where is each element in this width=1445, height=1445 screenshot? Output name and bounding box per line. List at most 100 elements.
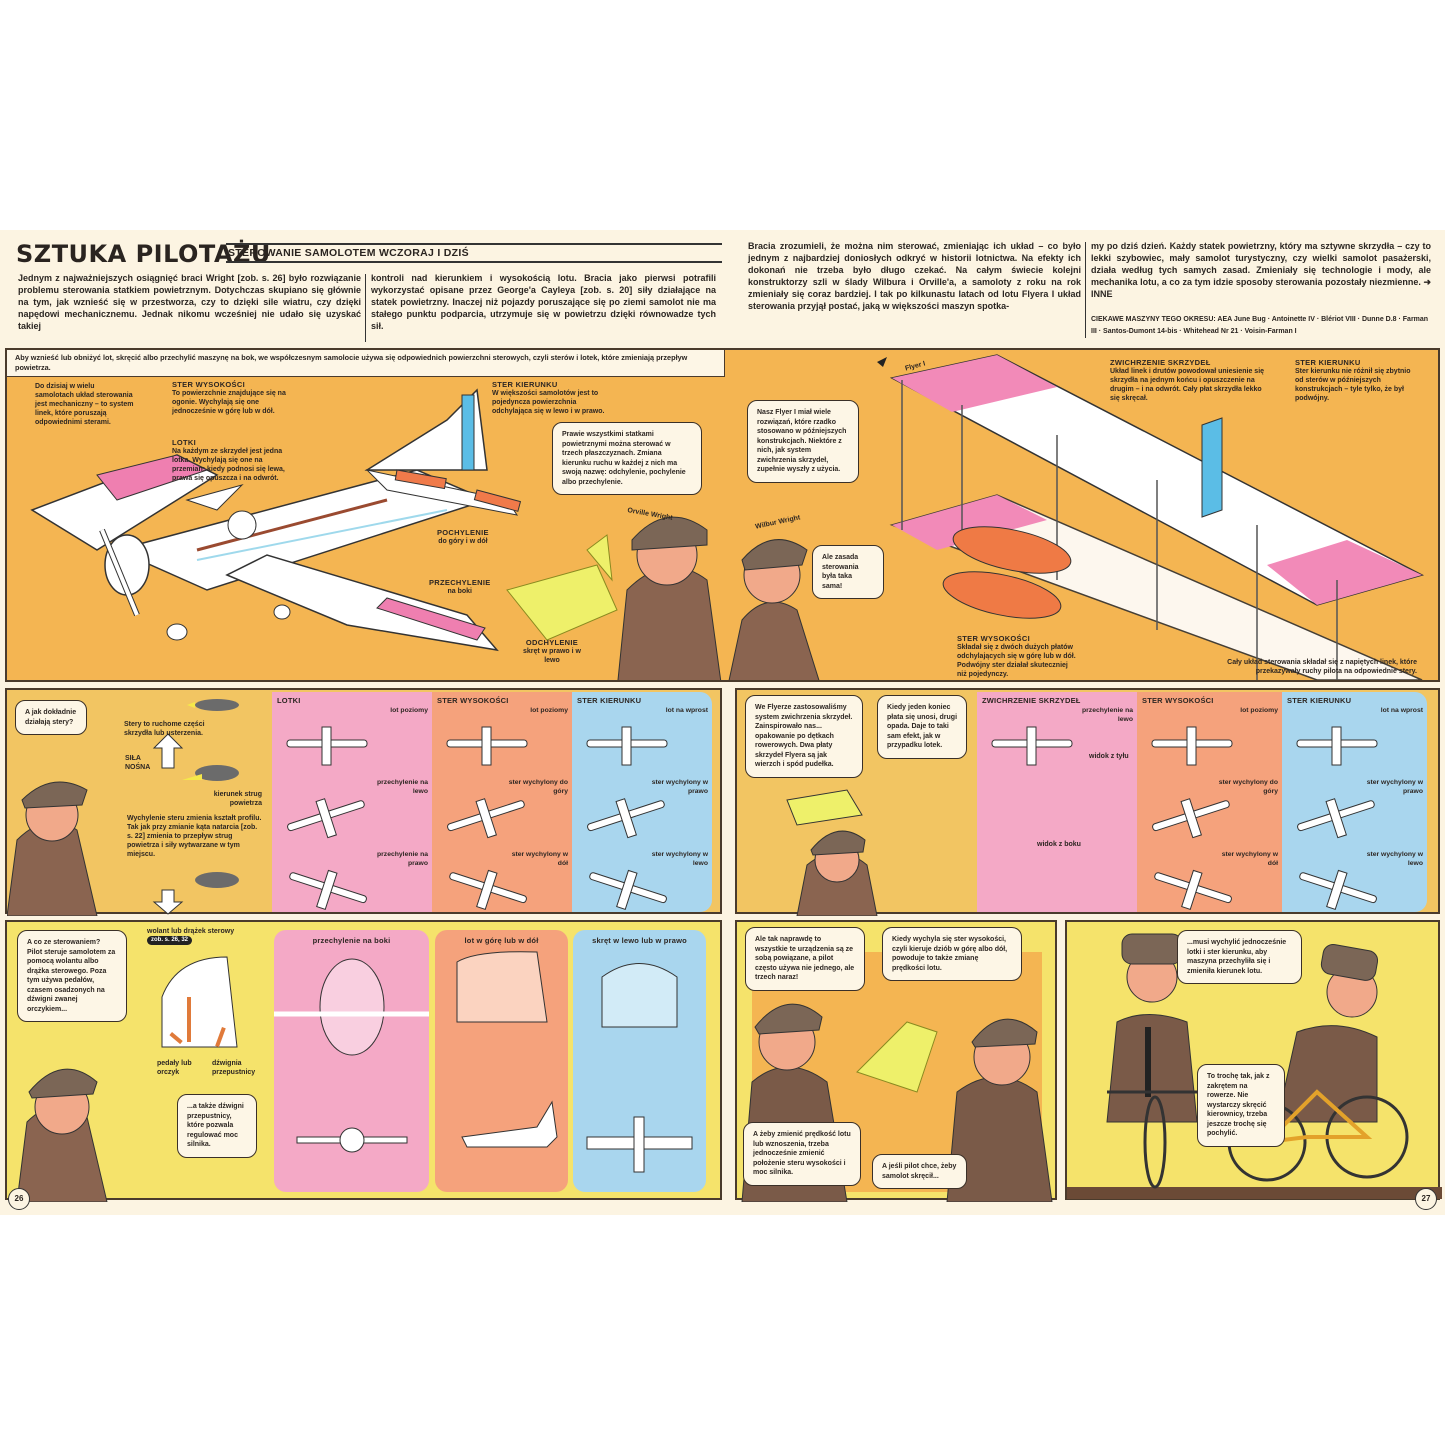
control-diagrams	[274, 951, 693, 1173]
state-label: ster wychylony w prawo	[1366, 779, 1423, 795]
pitch-title: POCHYLENIE	[437, 528, 489, 537]
state-label: lot poziomy	[390, 707, 428, 714]
plane-diagram	[1152, 798, 1230, 839]
mechanical-system-note: Do dzisiaj w wielu samolotach układ ster…	[35, 383, 134, 426]
middle-left-panel: A jak dokładnie działają stery? Stery to…	[5, 688, 722, 916]
speech-bubble: A jak dokładnie działają stery?	[15, 700, 87, 735]
plane-diagram	[447, 798, 525, 839]
ailerons-text: Na każdym ze skrzydeł jest jedna lotka. …	[172, 448, 285, 482]
state-label: ster wychylony w lewo	[1366, 851, 1423, 867]
plane-diagram	[991, 726, 1073, 766]
page-number-right: 27	[1415, 1188, 1437, 1210]
orville-speech-bubble: Prawie wszystkimi statkami powietrznymi …	[552, 422, 702, 495]
column-divider	[365, 274, 366, 342]
airfoil-illustration	[7, 699, 239, 916]
column-title: STER WYSOKOŚCI	[1142, 696, 1214, 705]
wilbur-speech-bubble-2: Ale zasada sterowania była taka sama!	[812, 545, 884, 599]
pedals-label: pedały lub orczyk	[157, 1060, 192, 1076]
speech-bubble-2: ...a także dźwigni przepustnicy, które p…	[177, 1094, 257, 1158]
state-label: przechylenie na lewo	[1082, 707, 1133, 723]
state-label: ster wychylony w dół	[511, 851, 568, 867]
airflow-label: kierunek strug powietrza	[213, 791, 262, 807]
brothers-with-toy-plane	[741, 1003, 1053, 1202]
speech-bubble-1: A co ze sterowaniem? Pilot steruje samol…	[17, 930, 127, 1022]
state-label: przechylenie na prawo	[377, 851, 428, 867]
pitch-text: do góry i w dół	[438, 538, 488, 545]
plane-diagram	[1154, 869, 1232, 910]
top-panel: Aby wznieść lub obniżyć lot, skręcić alb…	[5, 348, 1440, 682]
plane-diagram	[587, 798, 665, 839]
yoke-text: wolant lub drążek sterowy	[147, 928, 235, 935]
plane-diagram	[1296, 726, 1378, 766]
flyer-rudder-text: Ster kierunku nie różnił się zbytnio od …	[1295, 368, 1411, 402]
plane-diagram	[1299, 869, 1377, 910]
middle-right-panel: We Flyerze zastosowaliśmy system zwichrz…	[735, 688, 1440, 916]
state-label: przechylenie na lewo	[377, 779, 428, 795]
intro-column-4: my po dziś dzień. Każdy statek powietrzn…	[1091, 241, 1431, 299]
book-spread: SZTUKA PILOTAŻU STEROWANIE SAMOLOTEM WCZ…	[0, 230, 1445, 1215]
roll-title: PRZECHYLENIE	[429, 578, 491, 587]
page-subtitle: STEROWANIE SAMOLOTEM WCZORAJ I DZIŚ	[226, 243, 722, 263]
bottom-right-panel-1: Ale tak naprawdę to wszystkie te urządze…	[735, 920, 1057, 1202]
modern-plane-illustration	[30, 388, 522, 652]
speech-bubble-2: Kiedy jeden koniec płata się unosi, drug…	[877, 695, 967, 759]
throttle-label: dźwignia przepustnicy	[212, 1060, 256, 1076]
speech-bubble-1: We Flyerze zastosowaliśmy system zwichrz…	[745, 695, 863, 778]
flyer-elevator-title: STER WYSOKOŚCI	[957, 634, 1030, 643]
top-caption: Aby wznieść lub obniżyć lot, skręcić alb…	[7, 350, 725, 377]
state-label: lot poziomy	[530, 707, 568, 714]
rear-view-label: widok z tyłu	[1089, 753, 1129, 760]
state-label: ster wychylony do góry	[508, 779, 568, 795]
speech-bubble-3: A żeby zmienić prędkość lotu lub wznosze…	[743, 1122, 861, 1186]
yaw-text: skręt w prawo i w lewo	[523, 648, 581, 664]
column-title-yaw: skręt w lewo lub w prawo	[592, 936, 687, 945]
cockpit-illustration	[16, 956, 238, 1202]
intro-column-3: Bracia zrozumieli, że można nim sterować…	[748, 241, 1081, 311]
column-title: LOTKI	[277, 696, 301, 705]
plane-diagram	[446, 726, 528, 766]
state-label: lot na wprost	[665, 707, 708, 714]
elevator-title: STER WYSOKOŚCI	[172, 380, 245, 389]
stery-text: Stery to ruchome części skrzydła lub ust…	[124, 721, 205, 737]
plane-diagram	[589, 869, 667, 910]
bottom-right-panel-2: ...musi wychylić jednocześnie lotki i st…	[1065, 920, 1442, 1200]
speech-bubble-6: To trochę tak, jak z zakrętem na rowerze…	[1197, 1064, 1285, 1147]
wilbur-with-box-illustration	[786, 789, 878, 916]
plane-diagram	[286, 726, 368, 766]
orville-and-toy-plane	[506, 516, 722, 680]
plane-diagram	[1151, 726, 1233, 766]
wing-warping-text: Układ linek i drutów powodował uniesieni…	[1110, 368, 1265, 402]
column-title: ZWICHRZENIE SKRZYDEŁ	[982, 696, 1081, 705]
lift-label: SIŁA NOŚNA	[125, 755, 151, 771]
intro-column-1: Jednym z najważniejszych osiągnięć braci…	[18, 273, 361, 331]
rudder-title: STER KIERUNKU	[492, 380, 558, 389]
column-title: STER WYSOKOŚCI	[437, 696, 509, 705]
flyer-rudder-title: STER KIERUNKU	[1295, 358, 1361, 367]
deflection-text: Wychylenie steru zmienia kształt profilu…	[127, 815, 262, 858]
column-title-roll: przechylenie na boki	[312, 936, 391, 945]
flyer-elevator-text: Składał się z dwóch dużych płatów odchyl…	[957, 644, 1076, 678]
bottom-left-panel: A co ze sterowaniem? Pilot steruje samol…	[5, 920, 722, 1202]
column-wing-warping	[977, 692, 1137, 912]
wright-flyer-illustration	[728, 354, 1425, 680]
side-view-label: widok z boku	[1037, 841, 1081, 848]
flyer-lines-note: Cały układ sterowania składał się z napi…	[1227, 659, 1417, 675]
plane-diagram	[287, 798, 365, 839]
elevator-text: To powierzchnie znajdujące się na ogonie…	[172, 390, 286, 415]
speech-bubble-1: Ale tak naprawdę to wszystkie te urządze…	[745, 927, 865, 991]
state-label: ster wychylony w prawo	[651, 779, 708, 795]
page-number-left: 26	[8, 1188, 30, 1210]
plane-diagram	[586, 726, 668, 766]
state-label: lot poziomy	[1240, 707, 1278, 714]
rudder-text: W większości samolotów jest to pojedyncz…	[492, 390, 605, 415]
plane-diagram	[449, 869, 527, 910]
